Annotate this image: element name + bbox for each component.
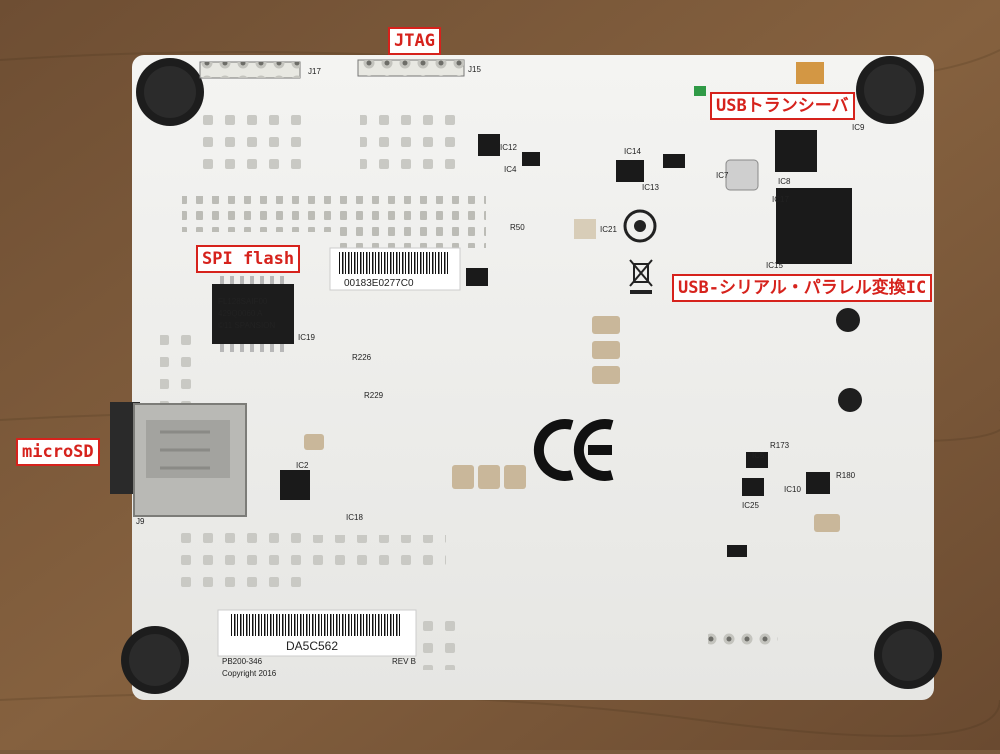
label-part-number: PB200-346 <box>222 657 263 666</box>
rubber-feet <box>121 56 942 694</box>
label-r180: R180 <box>836 471 856 480</box>
spi-flash-chip: FL128SAIF00 429Q0060 A ©11 SPANSION <box>212 276 294 352</box>
flash-marking-2: 429Q0060 A <box>218 309 263 318</box>
label-ic19: IC19 <box>298 333 315 342</box>
label-j17: J17 <box>308 67 321 76</box>
label-r226: R226 <box>352 353 372 362</box>
label-j15: J15 <box>468 65 481 74</box>
barcode-bottom-text: DA5C562 <box>286 639 338 653</box>
label-ic21: IC21 <box>600 225 617 234</box>
label-ic9: IC9 <box>852 123 865 132</box>
microsd-callout: microSD <box>16 438 100 466</box>
jtag-callout: JTAG <box>388 27 441 55</box>
weee-symbol <box>629 259 653 294</box>
label-ic4: IC4 <box>504 165 517 174</box>
usb-serial-ic-callout: USB-シリアル・パラレル変換IC <box>672 274 933 302</box>
recycle-symbol <box>623 209 657 243</box>
barcode-top-text: 00183E0277C0 <box>344 278 414 289</box>
flash-marking-3: ©11 SPANSION <box>218 321 275 330</box>
silkscreen-labels: J17 J15 J9 IC2 IC18 IC19 IC21 IC14 IC13 … <box>136 65 865 678</box>
label-ic18: IC18 <box>346 513 363 522</box>
ce-mark <box>533 419 614 481</box>
label-r229: R229 <box>364 391 384 400</box>
microsd-socket <box>110 402 247 517</box>
label-copyright: Copyright 2016 <box>222 669 277 678</box>
barcode-bottom: DA5C562 <box>217 609 417 657</box>
label-ic10: IC10 <box>784 485 801 494</box>
label-r173: R173 <box>770 441 790 450</box>
label-ic14: IC14 <box>624 147 641 156</box>
label-ic8: IC8 <box>778 177 791 186</box>
label-r50: R50 <box>510 223 525 232</box>
label-ic12: IC12 <box>500 143 517 152</box>
label-ic7: IC7 <box>716 171 729 180</box>
label-ic13: IC13 <box>642 183 659 192</box>
label-ic25: IC25 <box>742 501 759 510</box>
label-revision: REV B <box>392 657 416 666</box>
label-ic15: IC15 <box>766 261 783 270</box>
label-j9: J9 <box>136 517 145 526</box>
usb-transceiver-callout: USBトランシーバ <box>710 92 855 120</box>
spi-flash-callout: SPI flash <box>196 245 301 273</box>
label-ic2: IC2 <box>296 461 309 470</box>
label-ic5: IC5 <box>752 451 765 460</box>
label-ic17: IC17 <box>772 195 789 204</box>
barcode-top: 00183E0277C0 <box>329 247 461 291</box>
flash-marking-1: FL128SAIF00 <box>218 297 268 306</box>
